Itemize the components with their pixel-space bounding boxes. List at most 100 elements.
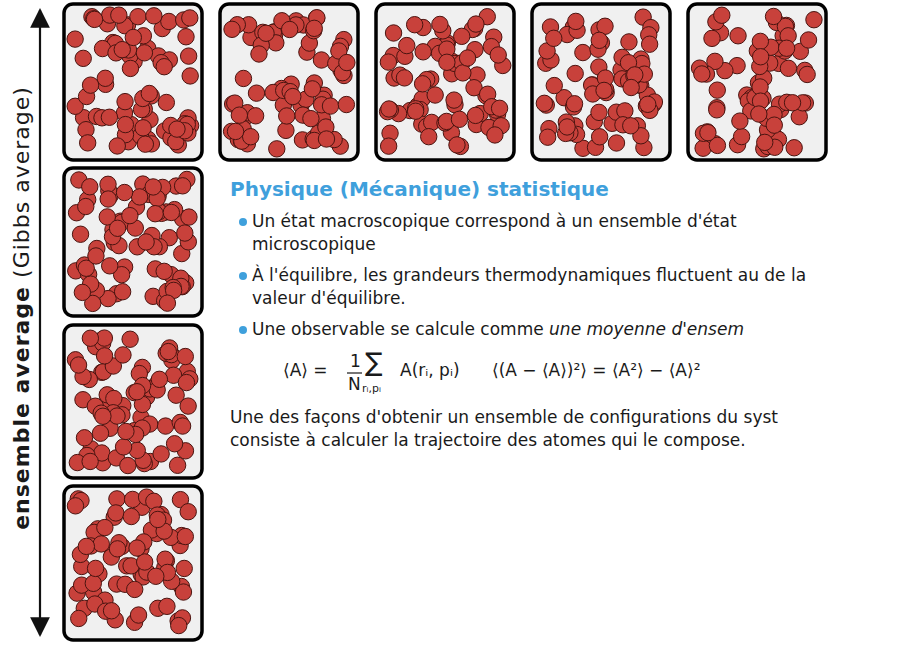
particle [432,16,448,32]
particle [111,7,127,23]
particle [82,77,98,93]
bullet-text: Un état macroscopique correspond à un en… [252,210,822,256]
particle [97,70,113,86]
particle [318,131,334,147]
particle [82,179,98,195]
text: Une observable se calcule comme [252,319,544,339]
particle [536,95,552,111]
particle [421,128,437,144]
particle [135,120,151,136]
configuration-box [532,4,670,160]
particle [491,100,507,116]
particle [157,418,173,434]
particle [177,348,193,364]
particle [399,37,415,53]
particle [180,504,196,520]
configuration-box [64,168,202,316]
particle [568,13,584,29]
particle [114,41,130,57]
particle [137,136,153,152]
particle [385,25,401,41]
particle [78,198,94,214]
particle [70,357,86,373]
particle [786,140,802,156]
particle [695,140,711,156]
particle [95,408,111,424]
formula: 1 [350,350,361,373]
particle [439,54,455,70]
particle [591,32,607,48]
particle [487,127,503,143]
particle [168,387,184,403]
axis-label: ensemble average [9,286,34,530]
particle [339,54,355,70]
particle [182,68,198,84]
particle [151,371,167,387]
particle [338,96,354,112]
text: 1 [350,351,361,371]
particle [147,205,163,221]
particle [468,16,484,32]
configuration-box [220,4,358,160]
particle [123,508,139,524]
particle [78,538,94,554]
particle [733,128,749,144]
particle [108,505,124,521]
particle [67,31,83,47]
particle [623,118,639,134]
particle [96,348,112,364]
particle [92,425,108,441]
particle [86,11,102,27]
particle [449,137,465,153]
particle [269,141,285,157]
text: À l'équilibre, les grandeurs thermodynam… [252,265,806,308]
bullet-dot [239,272,247,280]
particle [454,28,470,44]
particle [730,28,746,44]
particle [178,29,194,45]
particle [406,17,422,33]
particle [177,225,193,241]
particle [303,110,319,126]
particle [455,65,471,81]
particle [258,25,274,41]
particle [101,109,117,125]
particle [784,95,800,111]
particle [591,129,607,145]
particle [82,330,98,346]
particle [279,108,295,124]
bullet-text: Une observable se calcule comme une moye… [252,318,744,341]
particle [621,34,637,50]
particle [467,107,483,123]
particle [566,96,582,112]
particle [596,82,612,98]
particle [608,135,624,151]
formula: ⟨(A − ⟨A⟩)²⟩ = ⟨A²⟩ − ⟨A⟩² [492,359,700,382]
particle [67,498,83,514]
particle [159,598,175,614]
particle [752,49,768,65]
particle [122,207,138,223]
particle [180,48,196,64]
text: rᵢ,pᵢ [362,382,381,395]
particle [117,116,133,132]
particle [100,176,116,192]
particle [127,581,143,597]
particle [74,284,90,300]
section-title: Physique (Mécanique) statistique [230,178,609,201]
particle [156,59,172,75]
formula: N [348,373,361,396]
particle [159,295,175,311]
particle [130,607,146,623]
particle [539,129,555,145]
particle [100,191,116,207]
formula: ∑ [365,348,383,376]
particle [174,178,190,194]
particle [115,347,131,363]
particle [158,94,174,110]
particle [146,8,162,24]
particle [79,135,95,151]
text: une moyenne d'ensem [549,319,744,339]
formula: A(rᵢ, pᵢ) [400,359,460,382]
